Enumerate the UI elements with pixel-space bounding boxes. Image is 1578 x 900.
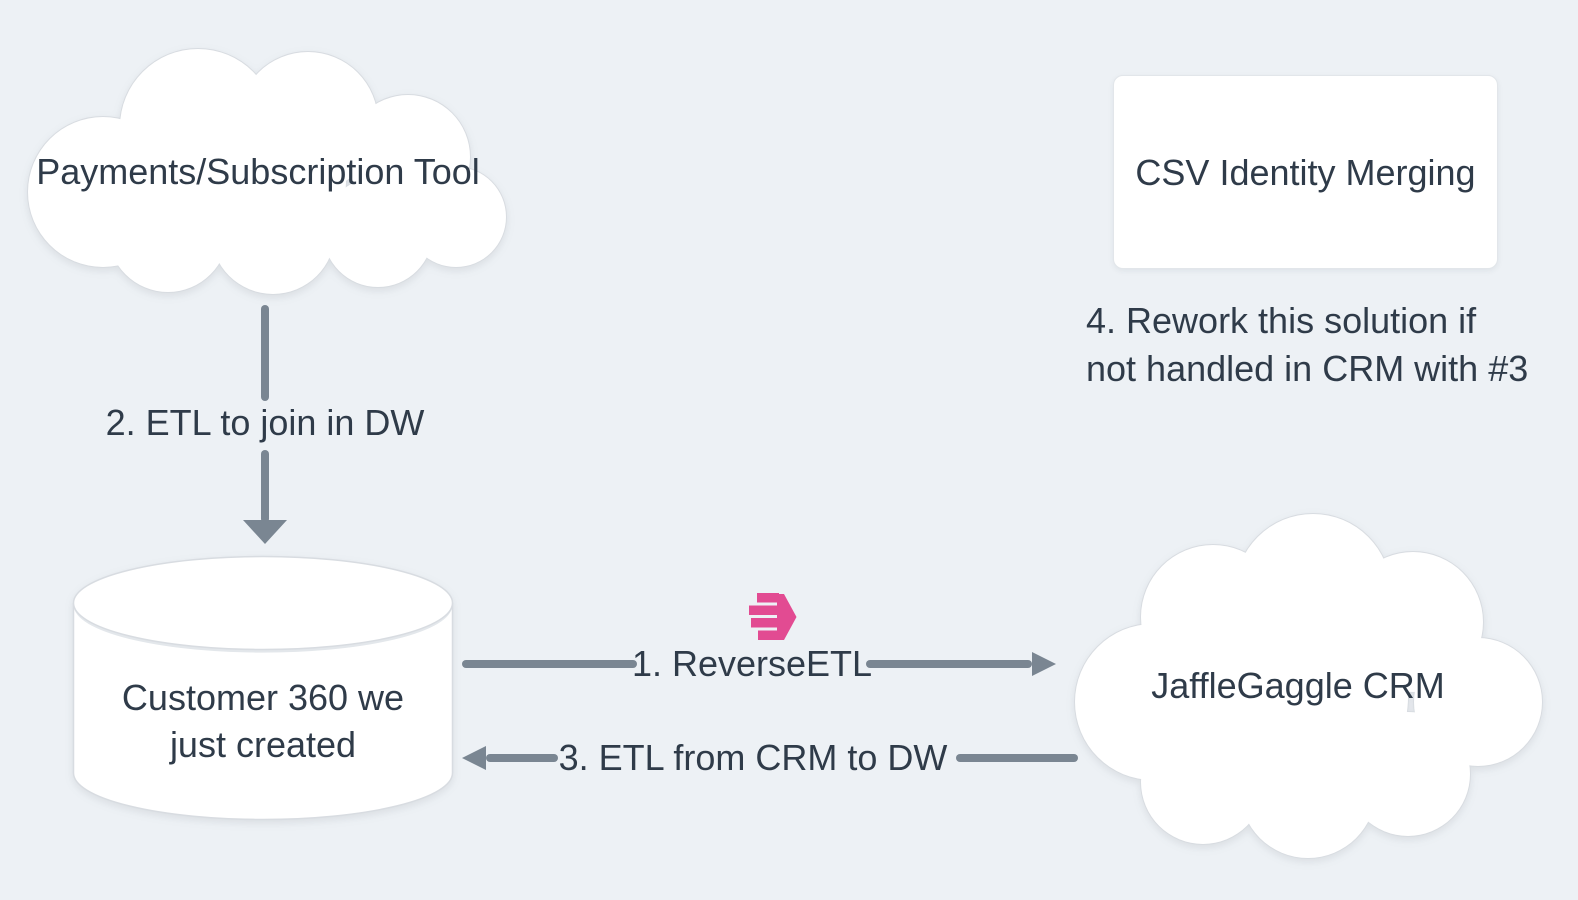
database-cylinder-shape bbox=[72, 555, 454, 821]
payments-cloud-label: Payments/Subscription Tool bbox=[36, 151, 480, 192]
crm-cloud-label: JaffleGaggle CRM bbox=[1151, 665, 1445, 706]
edge-etl-join-arrowhead-icon bbox=[243, 520, 287, 544]
customer-360-database-node: Customer 360 we just created bbox=[72, 555, 454, 821]
customer-360-label-line2: just created bbox=[169, 724, 357, 765]
edge-etl-join-segment-top bbox=[261, 305, 269, 401]
edge-reverse-etl-arrowhead-icon bbox=[1032, 652, 1056, 676]
rework-note-line1: 4. Rework this solution if bbox=[1086, 300, 1477, 341]
customer-360-label-line1: Customer 360 we bbox=[121, 677, 405, 718]
csv-identity-merging-box: CSV Identity Merging bbox=[1113, 75, 1498, 269]
rework-note: 4. Rework this solution if not handled i… bbox=[1086, 297, 1528, 393]
edge-reverse-etl-label: 1. ReverseETL bbox=[631, 643, 873, 684]
edge-reverse-etl-segment-left bbox=[462, 660, 637, 668]
edge-reverse-etl-segment-right bbox=[866, 660, 1032, 668]
csv-box-label: CSV Identity Merging bbox=[1135, 151, 1476, 193]
edge-etl-from-crm-segment-left bbox=[486, 754, 558, 762]
rework-note-line2: not handled in CRM with #3 bbox=[1086, 348, 1529, 389]
customer-360-label: Customer 360 we just created bbox=[72, 674, 454, 768]
edge-etl-from-crm-arrowhead-icon bbox=[462, 746, 486, 770]
payments-cloud-node: Payments/Subscription Tool bbox=[8, 42, 508, 297]
jafflegaggle-crm-cloud-node: JaffleGaggle CRM bbox=[1053, 512, 1543, 862]
hightouch-logo-icon bbox=[749, 593, 797, 640]
edge-etl-join-label: 2. ETL to join in DW bbox=[105, 402, 425, 443]
edge-etl-join-segment-bottom bbox=[261, 450, 269, 523]
edge-etl-from-crm-label: 3. ETL from CRM to DW bbox=[558, 737, 948, 778]
edge-etl-from-crm-segment-right bbox=[956, 754, 1078, 762]
